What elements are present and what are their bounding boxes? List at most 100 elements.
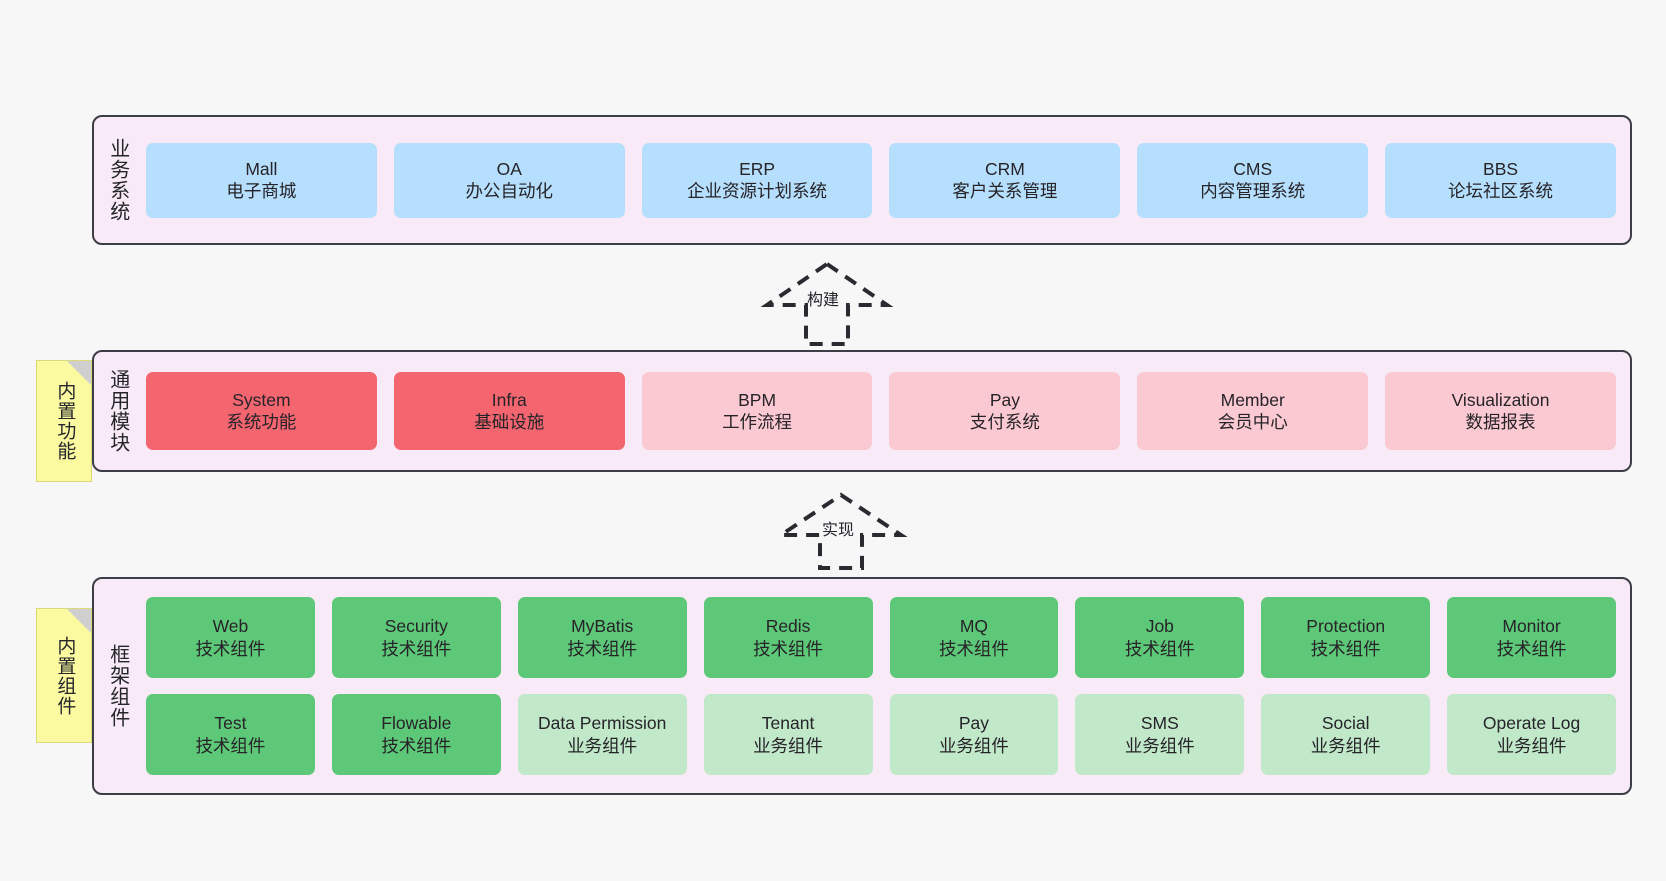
box-erp-en: ERP — [739, 158, 776, 179]
common-modules-row: System 系统功能 Infra 基础设施 BPM 工作流程 Pay 支付系统… — [146, 372, 1616, 450]
layer-common-modules-body: System 系统功能 Infra 基础设施 BPM 工作流程 Pay 支付系统… — [140, 352, 1630, 470]
box-bbs-en: BBS — [1483, 158, 1519, 179]
box-cms-cn: 内容管理系统 — [1200, 181, 1306, 201]
box-security-en: Security — [384, 616, 448, 637]
box-bpm[interactable]: BPM 工作流程 — [641, 372, 873, 450]
box-social[interactable]: Social 业务组件 — [1261, 694, 1431, 775]
box-operate-log-en: Operate Log — [1482, 713, 1581, 734]
connector-build: 构建 — [752, 258, 902, 350]
box-pay-module[interactable]: Pay 支付系统 — [889, 372, 1121, 450]
box-mybatis-cn: 技术组件 — [567, 638, 638, 659]
box-social-en: Social — [1321, 713, 1370, 734]
note-builtin-features-label: 内置功能 — [54, 381, 76, 461]
box-mybatis[interactable]: MyBatis 技术组件 — [517, 597, 687, 678]
box-mq-en: MQ — [959, 616, 989, 637]
box-pay-module-en: Pay — [989, 389, 1020, 410]
box-tenant[interactable]: Tenant 业务组件 — [703, 694, 873, 775]
box-cms[interactable]: CMS 内容管理系统 — [1137, 142, 1369, 218]
box-data-permission-en: Data Permission — [537, 713, 667, 734]
box-redis-en: Redis — [765, 616, 811, 637]
layer-framework-components-body: Web 技术组件 Security 技术组件 MyBatis 技术组件 Redi… — [140, 579, 1630, 793]
box-bpm-en: BPM — [738, 389, 777, 410]
box-flowable-en: Flowable — [381, 713, 452, 734]
box-test-en: Test — [214, 713, 247, 734]
box-mybatis-en: MyBatis — [571, 616, 634, 637]
box-infra-cn: 基础设施 — [474, 412, 545, 432]
box-web-cn: 技术组件 — [195, 638, 266, 659]
box-system-en: System — [232, 389, 291, 410]
box-tenant-en: Tenant — [761, 713, 815, 734]
box-erp-cn: 企业资源计划系统 — [687, 181, 828, 201]
box-test[interactable]: Test 技术组件 — [146, 694, 315, 775]
box-job-en: Job — [1145, 616, 1174, 637]
box-monitor-en: Monitor — [1502, 616, 1561, 637]
box-protection[interactable]: Protection 技术组件 — [1261, 597, 1431, 678]
box-visualization[interactable]: Visualization 数据报表 — [1385, 372, 1616, 450]
box-bpm-cn: 工作流程 — [722, 412, 793, 432]
layer-business-systems-title: 业务系统 — [106, 138, 129, 222]
box-monitor-cn: 技术组件 — [1496, 638, 1567, 659]
box-cms-en: CMS — [1233, 158, 1273, 179]
box-infra-en: Infra — [491, 389, 527, 410]
box-operate-log[interactable]: Operate Log 业务组件 — [1447, 694, 1616, 775]
box-member[interactable]: Member 会员中心 — [1137, 372, 1369, 450]
box-mq-cn: 技术组件 — [938, 638, 1009, 659]
box-pay-component-en: Pay — [958, 713, 990, 734]
box-oa[interactable]: OA 办公自动化 — [393, 142, 625, 218]
layer-business-systems: 业务系统 Mall 电子商城 OA 办公自动化 ERP 企业资源计划系统 CRM… — [92, 115, 1632, 245]
connector-implement-arrow-icon — [774, 492, 908, 570]
layer-business-systems-body: Mall 电子商城 OA 办公自动化 ERP 企业资源计划系统 CRM 客户关系… — [140, 117, 1630, 243]
box-data-permission-cn: 业务组件 — [567, 735, 638, 756]
box-system-cn: 系统功能 — [226, 412, 297, 432]
box-pay-component[interactable]: Pay 业务组件 — [889, 694, 1059, 775]
layer-framework-components: 框架组件 Web 技术组件 Security 技术组件 MyBatis 技术组件… — [92, 577, 1632, 795]
framework-tech-row: Web 技术组件 Security 技术组件 MyBatis 技术组件 Redi… — [146, 597, 1616, 678]
layer-framework-components-title: 框架组件 — [106, 644, 129, 728]
box-mall-en: Mall — [245, 158, 278, 179]
box-job[interactable]: Job 技术组件 — [1075, 597, 1245, 678]
box-sms[interactable]: SMS 业务组件 — [1075, 694, 1245, 775]
box-flowable[interactable]: Flowable 技术组件 — [331, 694, 501, 775]
box-protection-cn: 技术组件 — [1310, 638, 1381, 659]
box-mall[interactable]: Mall 电子商城 — [146, 142, 377, 218]
box-redis[interactable]: Redis 技术组件 — [703, 597, 873, 678]
box-visualization-en: Visualization — [1451, 389, 1550, 410]
box-bbs[interactable]: BBS 论坛社区系统 — [1385, 142, 1616, 218]
connector-build-label: 构建 — [807, 292, 840, 309]
box-sms-cn: 业务组件 — [1124, 735, 1195, 756]
connector-build-arrow-icon — [760, 261, 894, 346]
framework-business-row: Test 技术组件 Flowable 技术组件 Data Permission … — [146, 694, 1616, 775]
box-data-permission[interactable]: Data Permission 业务组件 — [517, 694, 687, 775]
box-monitor[interactable]: Monitor 技术组件 — [1447, 597, 1616, 678]
box-system[interactable]: System 系统功能 — [146, 372, 377, 450]
box-test-cn: 技术组件 — [195, 735, 266, 756]
box-infra[interactable]: Infra 基础设施 — [393, 372, 625, 450]
layer-common-modules: 通用模块 System 系统功能 Infra 基础设施 BPM 工作流程 Pay… — [92, 350, 1632, 472]
connector-implement: 实现 — [766, 489, 916, 573]
box-member-cn: 会员中心 — [1217, 412, 1288, 432]
business-systems-row: Mall 电子商城 OA 办公自动化 ERP 企业资源计划系统 CRM 客户关系… — [146, 142, 1616, 218]
layer-common-modules-title: 通用模块 — [106, 369, 129, 453]
box-oa-en: OA — [496, 158, 522, 179]
box-web-en: Web — [212, 616, 249, 637]
box-mall-cn: 电子商城 — [226, 181, 297, 201]
box-pay-component-cn: 业务组件 — [938, 735, 1009, 756]
box-job-cn: 技术组件 — [1124, 638, 1195, 659]
box-protection-en: Protection — [1306, 616, 1386, 637]
box-bbs-cn: 论坛社区系统 — [1448, 181, 1554, 201]
box-oa-cn: 办公自动化 — [465, 181, 553, 201]
box-crm-en: CRM — [984, 158, 1025, 179]
box-pay-module-cn: 支付系统 — [969, 412, 1040, 432]
note-builtin-features: 内置功能 — [36, 360, 92, 482]
box-redis-cn: 技术组件 — [753, 638, 824, 659]
box-web[interactable]: Web 技术组件 — [146, 597, 315, 678]
box-security-cn: 技术组件 — [381, 638, 452, 659]
box-security[interactable]: Security 技术组件 — [331, 597, 501, 678]
box-member-en: Member — [1220, 389, 1285, 410]
box-erp[interactable]: ERP 企业资源计划系统 — [641, 142, 873, 218]
connector-implement-label: 实现 — [822, 522, 855, 539]
box-crm[interactable]: CRM 客户关系管理 — [889, 142, 1121, 218]
box-mq[interactable]: MQ 技术组件 — [889, 597, 1059, 678]
note-builtin-components: 内置组件 — [36, 608, 92, 743]
